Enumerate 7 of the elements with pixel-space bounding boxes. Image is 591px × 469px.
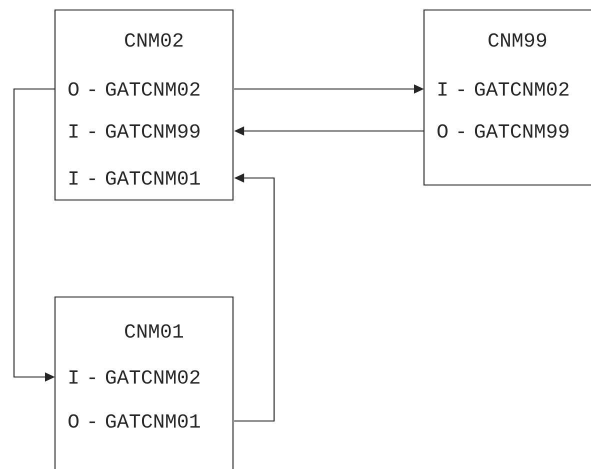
port-label: O - GATCNM02: [68, 82, 200, 96]
port-label: I - GATCNM01: [70, 171, 200, 185]
port-label: O - GATCNM01: [68, 414, 200, 428]
port-label: I - GATCNM99: [70, 124, 200, 138]
port-label: O - GATCNM99: [438, 124, 568, 138]
port-label: I - GATCNM02: [438, 82, 568, 96]
port-label: I - GATCNM02: [70, 370, 200, 384]
